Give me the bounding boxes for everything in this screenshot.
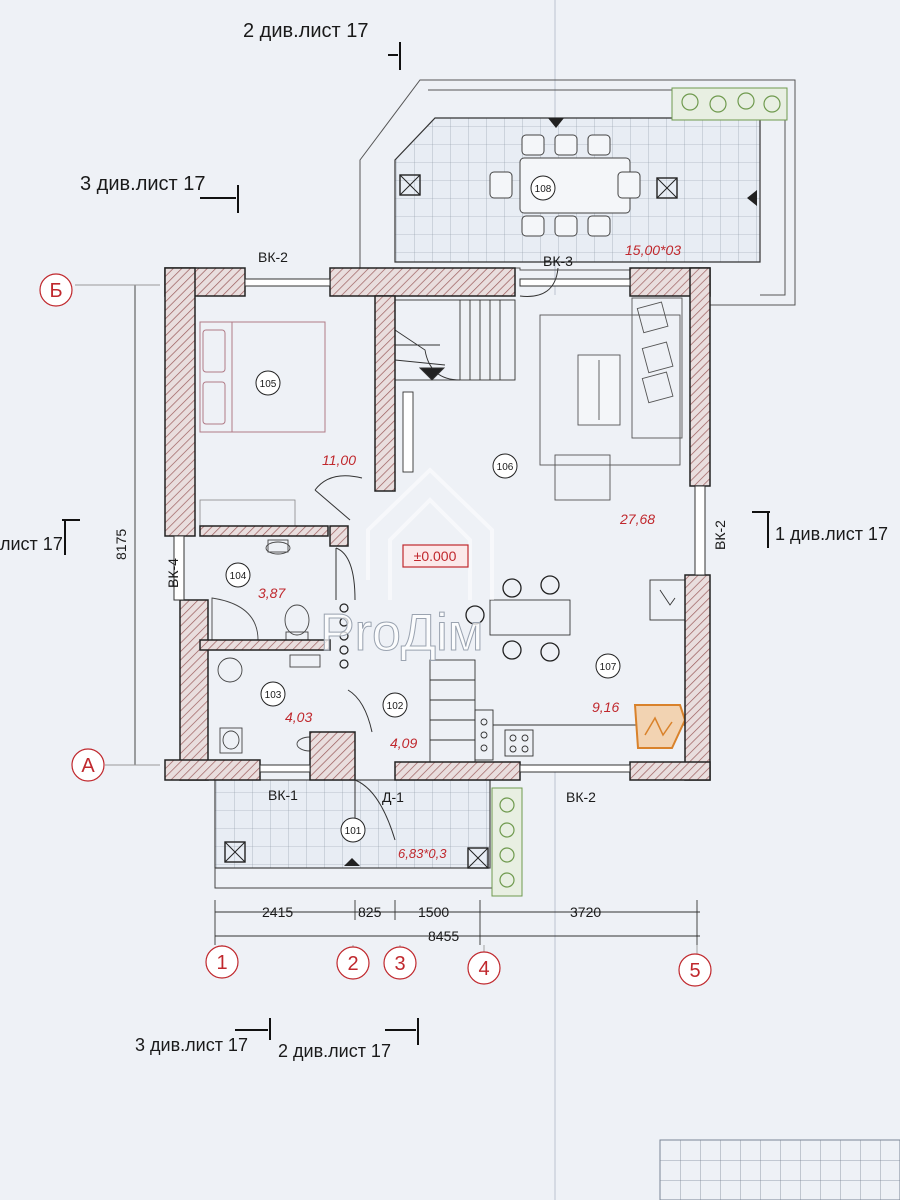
dimension-lines	[75, 284, 700, 955]
heating-appliances	[339, 603, 349, 669]
room-area: 4,03	[285, 709, 312, 725]
door-label-d1: Д-1	[382, 789, 404, 805]
level-mark: ±0.000	[414, 548, 457, 564]
section-ref-left-1: лист 17	[0, 534, 63, 554]
axis-label-row: Б	[49, 280, 62, 302]
watermark-text: ProДім	[320, 604, 483, 662]
room-area: 15,00*03	[625, 242, 681, 258]
axis-label-column: 4	[478, 958, 489, 980]
fireplace	[633, 704, 687, 749]
axis-label-column: 1	[216, 952, 227, 974]
dimension-2415: 2415	[262, 904, 293, 920]
wall-label-bk4: ВК-4	[165, 558, 181, 588]
section-ref-bottom-3: 3 див.лист 17	[135, 1035, 248, 1055]
living-furniture	[539, 297, 683, 501]
room-area: 6,83*0,3	[398, 846, 447, 861]
section-markers	[62, 42, 770, 1045]
room-number: 105	[260, 379, 277, 390]
room-number-circles	[225, 175, 621, 843]
dimension-1500: 1500	[418, 904, 449, 920]
room-number: 108	[535, 184, 552, 195]
level-mark-box	[402, 544, 469, 568]
section-ref-top-3: 3 див.лист 17	[80, 173, 206, 195]
dining-set	[465, 575, 571, 662]
dimension-total-vertical: 8175	[113, 529, 129, 560]
axis-label-column: 5	[689, 960, 700, 982]
wall-label-bk1: ВК-1	[268, 787, 298, 803]
bed	[199, 321, 326, 433]
room-area: 4,09	[390, 735, 417, 751]
room-area: 27,68	[619, 511, 655, 527]
room-number: 104	[230, 571, 247, 582]
dimension-total-horizontal: 8455	[428, 928, 459, 944]
room-area: 9,16	[592, 699, 619, 715]
room-number: 107	[600, 662, 617, 673]
wall-label-bk2-top: ВК-2	[258, 249, 288, 265]
windows	[173, 278, 706, 773]
dimension-825: 825	[358, 904, 382, 920]
room-area: 3,87	[258, 585, 286, 601]
room-area: 11,00	[322, 452, 356, 468]
section-ref-top-2: 2 див.лист 17	[243, 20, 369, 42]
axis-label-column: 2	[347, 953, 358, 975]
section-ref-bottom-2: 2 див.лист 17	[278, 1041, 391, 1061]
wall-label-bk2-right: ВК-2	[712, 520, 728, 550]
room-number: 102	[387, 701, 404, 712]
wall-label-bk2-bottom: ВК-2	[566, 789, 596, 805]
porch-101	[214, 779, 523, 897]
doors	[314, 267, 559, 841]
dimension-3720: 3720	[570, 904, 601, 920]
title-block-grid	[659, 1139, 900, 1200]
wall-label-bk3: ВК-3	[543, 253, 573, 269]
room-number: 103	[265, 690, 282, 701]
section-ref-right-1: 1 див.лист 17	[775, 524, 888, 544]
watermark-logo	[366, 467, 494, 600]
axis-label-row: А	[81, 755, 95, 777]
axis-markers	[39, 273, 712, 987]
room-number: 106	[497, 462, 514, 473]
room-number: 101	[345, 826, 362, 837]
axis-label-column: 3	[394, 953, 405, 975]
